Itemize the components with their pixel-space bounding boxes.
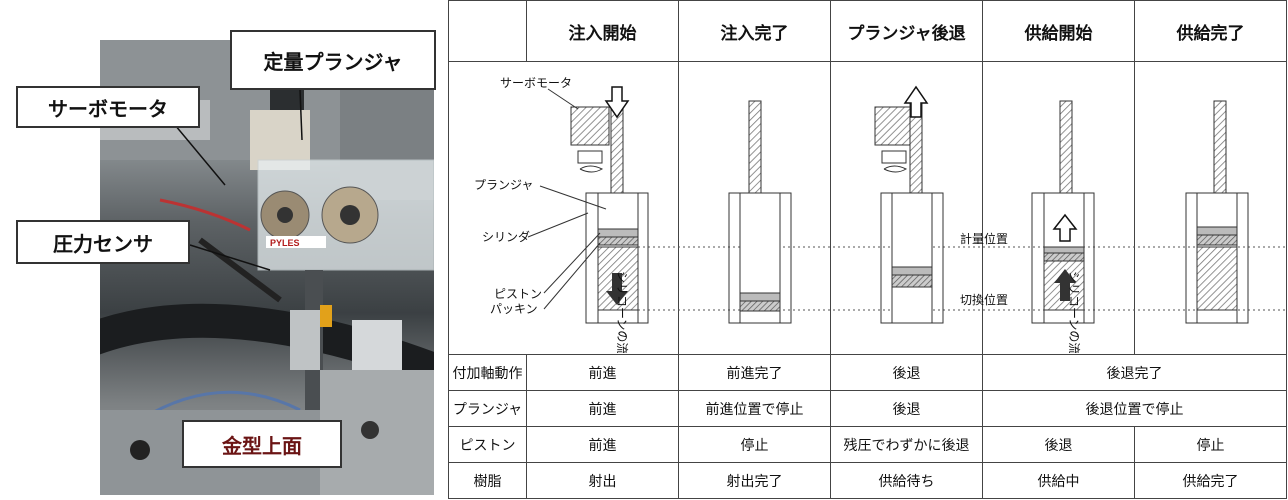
- header-injection-start: 注入開始: [526, 0, 679, 62]
- table-cell: 前進: [526, 354, 679, 391]
- table-cell: 射出: [526, 462, 679, 499]
- table-cell: 後退: [830, 354, 983, 391]
- header-corner: [448, 0, 527, 62]
- header-supply-start: 供給開始: [982, 0, 1135, 62]
- figure-cell-3: [830, 61, 983, 355]
- table-row-plunger: プランジャ 前進 前進位置で停止 後退 後退位置で停止: [448, 390, 1287, 427]
- table-cell: 供給待ち: [830, 462, 983, 499]
- header-injection-complete: 注入完了: [678, 0, 831, 62]
- table-cell: 停止: [678, 426, 831, 463]
- table-cell: 後退: [982, 426, 1135, 463]
- figure-cell-5: [1134, 61, 1287, 355]
- header-plunger-retract: プランジャ後退: [830, 0, 983, 62]
- operation-table: 注入開始 注入完了 プランジャ後退 供給開始 供給完了 付加軸動作 前進 前進完…: [448, 0, 1287, 499]
- callout-leaders: [174, 89, 303, 271]
- table-cell: 射出完了: [678, 462, 831, 499]
- figure-cell-2: [678, 61, 831, 355]
- header-supply-complete: 供給完了: [1134, 0, 1287, 62]
- figure-cell-1: [448, 61, 679, 355]
- callout-mold-top: 金型上面: [182, 420, 342, 468]
- table-row-piston: ピストン 前進 停止 残圧でわずかに後退 後退 停止: [448, 426, 1287, 463]
- callout-teiryo-plunger: 定量プランジャ: [230, 30, 436, 90]
- row-label: 付加軸動作: [448, 354, 527, 391]
- table-cell: 前進: [526, 390, 679, 427]
- table-cell: 前進位置で停止: [678, 390, 831, 427]
- table-cell: 停止: [1134, 426, 1287, 463]
- table-cell: 前進完了: [678, 354, 831, 391]
- operation-diagram: 注入開始 注入完了 プランジャ後退 供給開始 供給完了 付加軸動作 前進 前進完…: [448, 0, 1287, 500]
- table-cell: 後退: [830, 390, 983, 427]
- row-label: 樹脂: [448, 462, 527, 499]
- device-brand: PYLES: [270, 238, 300, 248]
- table-cell: 後退完了: [982, 354, 1287, 391]
- callout-pressure-sensor: 圧力センサ: [16, 220, 190, 264]
- photo-panel: PYLES 定量プランジャ サーボモータ 圧力センサ 金型上面: [0, 0, 440, 500]
- row-label: プランジャ: [448, 390, 527, 427]
- table-cell: 残圧でわずかに後退: [830, 426, 983, 463]
- callout-servo-motor: サーボモータ: [16, 86, 200, 128]
- table-row-axis: 付加軸動作 前進 前進完了 後退 後退完了: [448, 354, 1287, 391]
- figure-cell-4: [982, 61, 1135, 355]
- table-row-resin: 樹脂 射出 射出完了 供給待ち 供給中 供給完了: [448, 462, 1287, 499]
- table-cell: 供給完了: [1134, 462, 1287, 499]
- row-label: ピストン: [448, 426, 527, 463]
- table-cell: 前進: [526, 426, 679, 463]
- table-cell: 供給中: [982, 462, 1135, 499]
- table-cell: 後退位置で停止: [982, 390, 1287, 427]
